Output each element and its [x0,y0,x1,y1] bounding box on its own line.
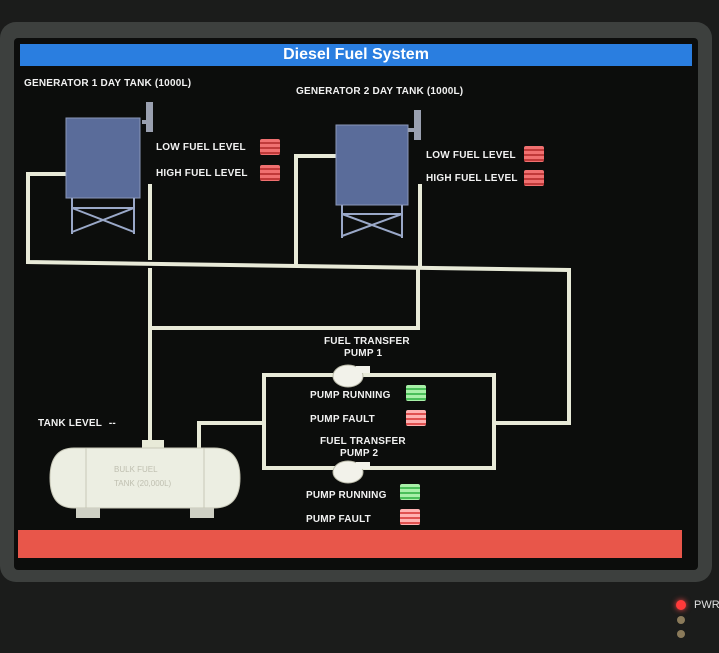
gen2-low-fuel-indicator [524,146,544,162]
gen2-day-tank [335,110,421,238]
gen2-high-fuel-label: HIGH FUEL LEVEL [426,173,518,184]
pump1-title-1: FUEL TRANSFER [324,336,410,347]
pump2-title-2: PUMP 2 [340,448,379,459]
status-bar [18,530,682,558]
pump2-running-label: PUMP RUNNING [306,490,387,501]
fuel-transfer-pump-1[interactable] [332,364,370,388]
pipe-gen1-supply [26,172,571,425]
bulk-fuel-tank: BULK FUEL TANK (20,000L) [49,440,241,518]
pipe-gen2-supply [294,154,336,266]
status-led-icon [677,616,685,624]
pump2-title-1: FUEL TRANSFER [320,436,406,447]
page-title: Diesel Fuel System [283,46,429,63]
pipe-pump-loop [262,373,496,470]
bulk-tank-name-1: BULK FUEL [114,465,158,474]
pump1-fault-indicator [406,410,426,426]
pump1-running-indicator [406,385,426,401]
pump2-fault-indicator [400,509,420,525]
gen1-low-fuel-indicator [260,139,280,155]
hmi-screen: Diesel Fuel System [14,38,698,570]
piping-diagram: BULK FUEL TANK (20,000L) [26,102,571,518]
gen1-tank-label: GENERATOR 1 DAY TANK (1000L) [24,78,192,89]
tank-level-caption: TANK LEVEL [38,418,102,429]
tank-level-label: TANK LEVEL -- [38,418,116,429]
power-label: PWR [694,599,719,611]
pipe-cross-header [148,268,420,330]
gen1-high-fuel-indicator [260,165,280,181]
fuel-transfer-pump-2[interactable] [332,460,370,484]
gen2-high-fuel-indicator [524,170,544,186]
power-led-icon [676,600,686,610]
gen2-tank-label: GENERATOR 2 DAY TANK (1000L) [296,86,464,97]
pump1-fault-label: PUMP FAULT [310,414,375,425]
gen1-low-fuel-label: LOW FUEL LEVEL [156,142,246,153]
title-bar: Diesel Fuel System [20,44,692,66]
tank-level-value: -- [108,418,116,429]
pump1-running-label: PUMP RUNNING [310,390,391,401]
pump2-running-indicator [400,484,420,500]
gen1-high-fuel-label: HIGH FUEL LEVEL [156,168,248,179]
pipe-bulk-outlet [197,421,266,456]
gen1-day-tank [65,102,153,234]
bulk-tank-name-2: TANK (20,000L) [114,479,172,488]
pump2-fault-label: PUMP FAULT [306,514,371,525]
gen2-low-fuel-label: LOW FUEL LEVEL [426,150,516,161]
status-led-icon [677,630,685,638]
pump1-title-2: PUMP 1 [344,348,383,359]
